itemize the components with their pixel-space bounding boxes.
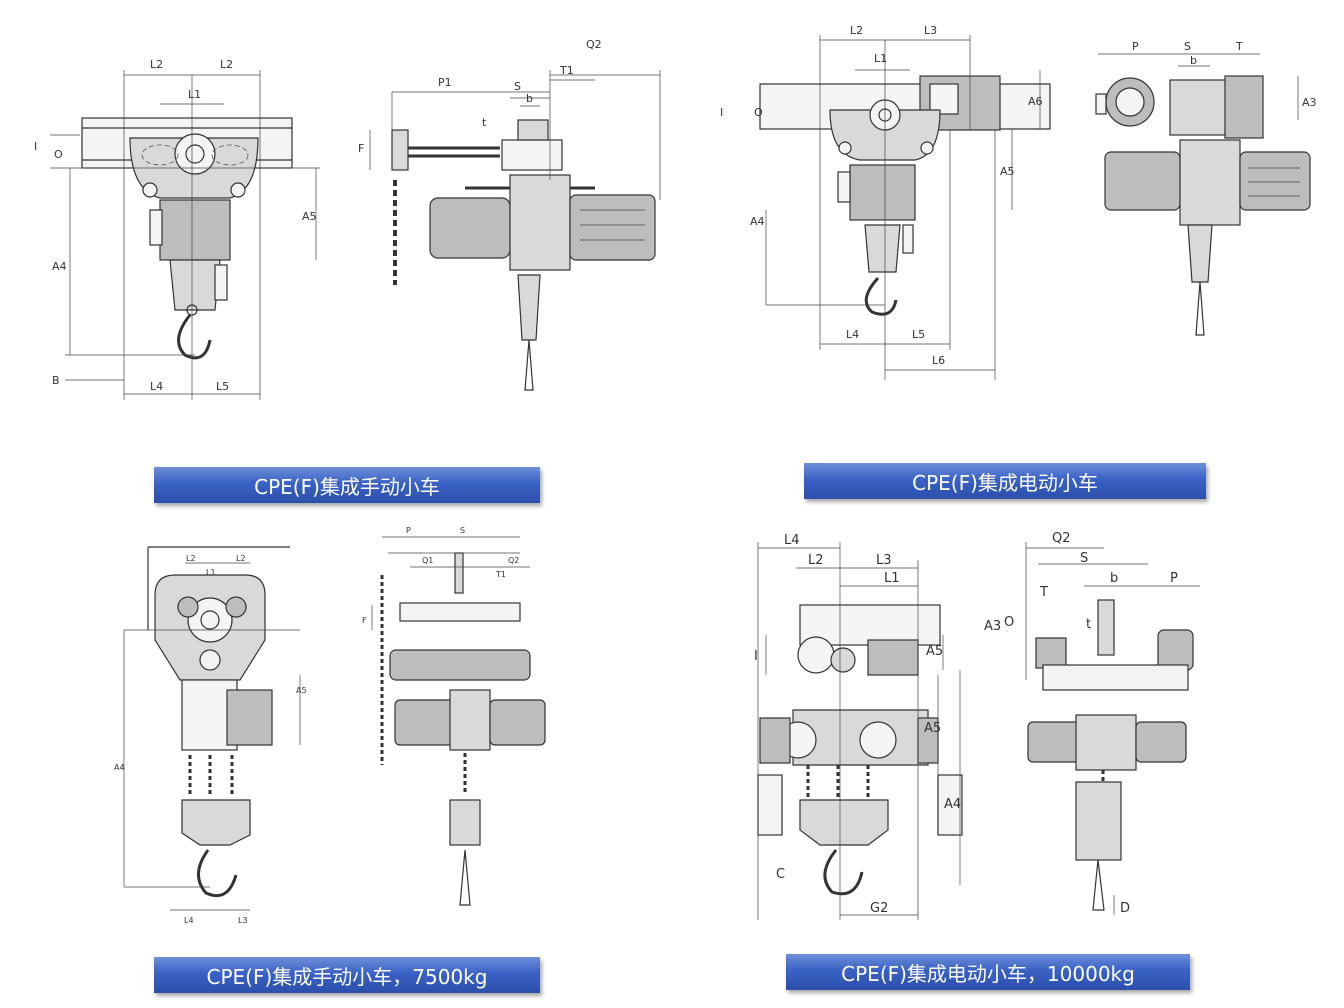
dim-label: b [526, 92, 533, 105]
diagram-manual-trolley: L2 L2 L1 I O A4 A5 B L4 L5 [20, 20, 680, 420]
dim-label: A3 [984, 619, 1001, 634]
dim-label: D [1120, 901, 1130, 916]
dim-label: P [1132, 40, 1139, 53]
diagram-electric-trolley-10000kg: L4 L2 L3 L1 I A5 A5 A4 C G2 [738, 500, 1268, 930]
dim-label: L2 [808, 553, 824, 568]
dim-label: b [1190, 54, 1197, 67]
dim-label: A5 [1000, 165, 1015, 178]
dim-label: L1 [188, 88, 201, 101]
dim-label: L6 [932, 354, 945, 367]
front-view-labels: L2 L2 L1 I O A4 A5 B L4 L5 [34, 58, 317, 393]
dim-label: F [362, 616, 367, 625]
dim-label: L4 [846, 328, 859, 341]
dim-label: A5 [296, 686, 307, 695]
dim-label: b [1110, 571, 1118, 586]
dim-label: L4 [784, 533, 800, 548]
side-view-labels: P S Q1 Q2 T1 F [362, 526, 519, 625]
front-view [50, 70, 320, 400]
dim-label: T [1039, 585, 1048, 600]
dim-label: L4 [184, 916, 194, 925]
dim-label: A4 [114, 763, 125, 772]
dim-label: S [460, 526, 465, 535]
dim-label: P [1170, 571, 1178, 586]
side-view [1095, 53, 1311, 336]
dim-label: Q2 [508, 556, 519, 565]
front-view [757, 542, 963, 920]
caption-manual-trolley-7500kg: CPE(F)集成手动小车，7500kg [154, 957, 540, 993]
dim-label: I [34, 140, 37, 153]
dim-label: A5 [302, 210, 317, 223]
dim-label: O [754, 106, 763, 119]
dim-label: S [1080, 551, 1088, 566]
dim-label: Q1 [422, 556, 433, 565]
dim-label: G2 [870, 901, 888, 916]
side-view [371, 536, 546, 906]
dim-label: P1 [438, 76, 452, 89]
dim-label: C [776, 867, 785, 882]
dim-label: t [1086, 617, 1091, 632]
dim-label: L1 [884, 571, 900, 586]
dim-label: L4 [150, 380, 163, 393]
dim-label: S [1184, 40, 1191, 53]
diagram-electric-trolley: L2 L3 L1 O I A4 A5 A6 L4 L5 L6 [700, 10, 1320, 410]
dim-label: L3 [238, 916, 248, 925]
front-view [123, 546, 301, 911]
dim-label: L1 [206, 568, 216, 577]
front-view-labels: L2 L3 L1 O I A4 A5 A6 L4 L5 L6 [720, 24, 1043, 367]
dim-label: I [754, 649, 758, 664]
diagram-manual-trolley-7500kg: L2 L1 L2 A4 A5 L4 L3 P S [110, 515, 550, 925]
dim-label: Q2 [586, 38, 602, 51]
side-view [369, 70, 661, 391]
dim-label: A4 [750, 215, 765, 228]
dim-label: A5 [924, 721, 941, 736]
dim-label: L2 [186, 554, 196, 563]
dim-label: O [1004, 615, 1014, 630]
dim-label: L2 [150, 58, 163, 71]
side-view-labels: P S b T A3 [1132, 40, 1317, 109]
dim-label: A4 [52, 260, 67, 273]
front-view [759, 35, 1051, 380]
side-view-labels: Q2 S T b P A3 O t D [984, 531, 1178, 916]
dim-label: Q2 [1052, 531, 1071, 546]
dim-label: A5 [926, 644, 943, 659]
dim-label: L2 [236, 554, 246, 563]
caption-electric-trolley: CPE(F)集成电动小车 [804, 463, 1206, 499]
dim-label: L3 [924, 24, 937, 37]
dim-label: B [52, 374, 60, 387]
dim-label: I [720, 106, 723, 119]
side-view [1025, 542, 1200, 915]
dim-label: L3 [876, 553, 892, 568]
dim-label: T1 [559, 64, 574, 77]
dim-label: P [406, 526, 411, 535]
dim-label: A6 [1028, 95, 1043, 108]
dim-label: L2 [220, 58, 233, 71]
dim-label: A4 [944, 797, 961, 812]
front-view-labels: L4 L2 L3 L1 I A5 A5 A4 C G2 [754, 533, 961, 916]
caption-manual-trolley: CPE(F)集成手动小车 [154, 467, 540, 503]
dim-label: F [358, 142, 364, 155]
dim-label: S [514, 80, 521, 93]
dim-label: L5 [216, 380, 229, 393]
dim-label: L5 [912, 328, 925, 341]
dim-label: L2 [850, 24, 863, 37]
dim-label: t [482, 116, 487, 129]
front-view-labels: L2 L1 L2 A4 A5 L4 L3 [114, 554, 307, 925]
dim-label: L1 [874, 52, 887, 65]
side-view-labels: P1 S b T1 Q2 F t [358, 38, 602, 155]
caption-electric-trolley-10000kg: CPE(F)集成电动小车，10000kg [786, 954, 1190, 990]
dim-label: T1 [495, 570, 506, 579]
dim-label: O [54, 148, 63, 161]
dim-label: T [1235, 40, 1243, 53]
dim-label: A3 [1302, 96, 1317, 109]
